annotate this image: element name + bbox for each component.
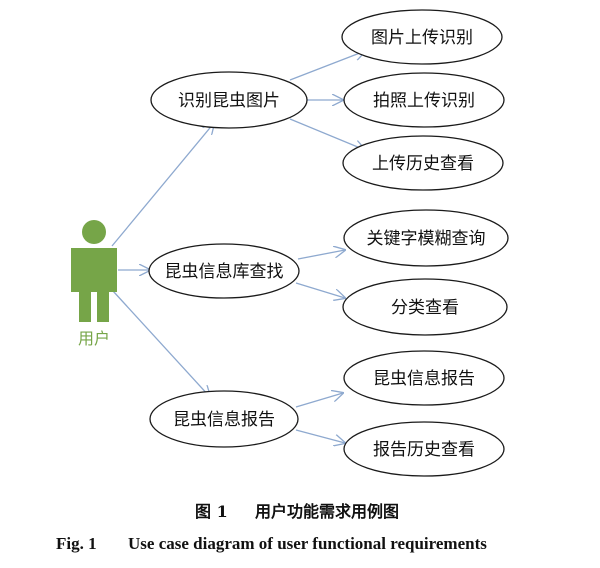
use-case-label: 昆虫信息报告 <box>373 369 475 389</box>
connector-database-to-category <box>295 282 345 298</box>
use-case-label: 关键字模糊查询 <box>367 229 486 249</box>
use-case-category-view: 分类查看 <box>342 278 508 336</box>
caption-en-text: Use case diagram of user functional requ… <box>128 534 487 553</box>
caption-cn-text: 用户功能需求用例图 <box>255 502 399 521</box>
actor-label: 用户 <box>78 329 110 348</box>
use-case-label: 报告历史查看 <box>373 440 475 460</box>
use-case-label: 拍照上传识别 <box>373 91 475 111</box>
use-case-insect-info-report-sub: 昆虫信息报告 <box>343 350 505 406</box>
connector-report-to-info <box>295 393 343 408</box>
use-case-insect-info-report: 昆虫信息报告 <box>149 390 299 448</box>
use-case-label: 图片上传识别 <box>371 28 473 48</box>
actor-user: 用户 <box>71 220 117 348</box>
actor-figure <box>71 248 117 322</box>
caption-chinese: 图 1 用户功能需求用例图 <box>195 502 399 521</box>
connector-recognize-to-upload <box>289 51 365 81</box>
connector-report-to-history <box>295 429 345 443</box>
connector-database-to-keyword <box>297 250 345 260</box>
use-case-label: 分类查看 <box>391 298 459 318</box>
use-case-insect-database-search: 昆虫信息库查找 <box>148 243 300 299</box>
use-case-report-history-view: 报告历史查看 <box>343 421 505 477</box>
use-case-label: 识别昆虫图片 <box>178 91 280 111</box>
use-case-keyword-fuzzy-query: 关键字模糊查询 <box>343 209 509 267</box>
caption-cn-number: 图 1 <box>195 502 228 521</box>
use-case-recognize-insect-image: 识别昆虫图片 <box>150 71 308 129</box>
connector-actor-to-recognize <box>111 123 214 247</box>
connector-recognize-to-history <box>289 118 365 150</box>
caption-en-number: Fig. 1 <box>56 534 97 553</box>
use-case-label: 上传历史查看 <box>372 154 474 174</box>
connector-actor-to-report <box>112 290 210 397</box>
use-case-upload-history-view: 上传历史查看 <box>342 135 504 191</box>
use-case-label: 昆虫信息库查找 <box>165 262 284 282</box>
actor-head <box>82 220 106 244</box>
use-case-photo-upload-recognition: 拍照上传识别 <box>343 72 505 128</box>
use-case-image-upload-recognition: 图片上传识别 <box>341 9 503 65</box>
use-case-label: 昆虫信息报告 <box>173 410 275 430</box>
caption-english: Fig. 1 Use case diagram of user function… <box>56 534 487 553</box>
